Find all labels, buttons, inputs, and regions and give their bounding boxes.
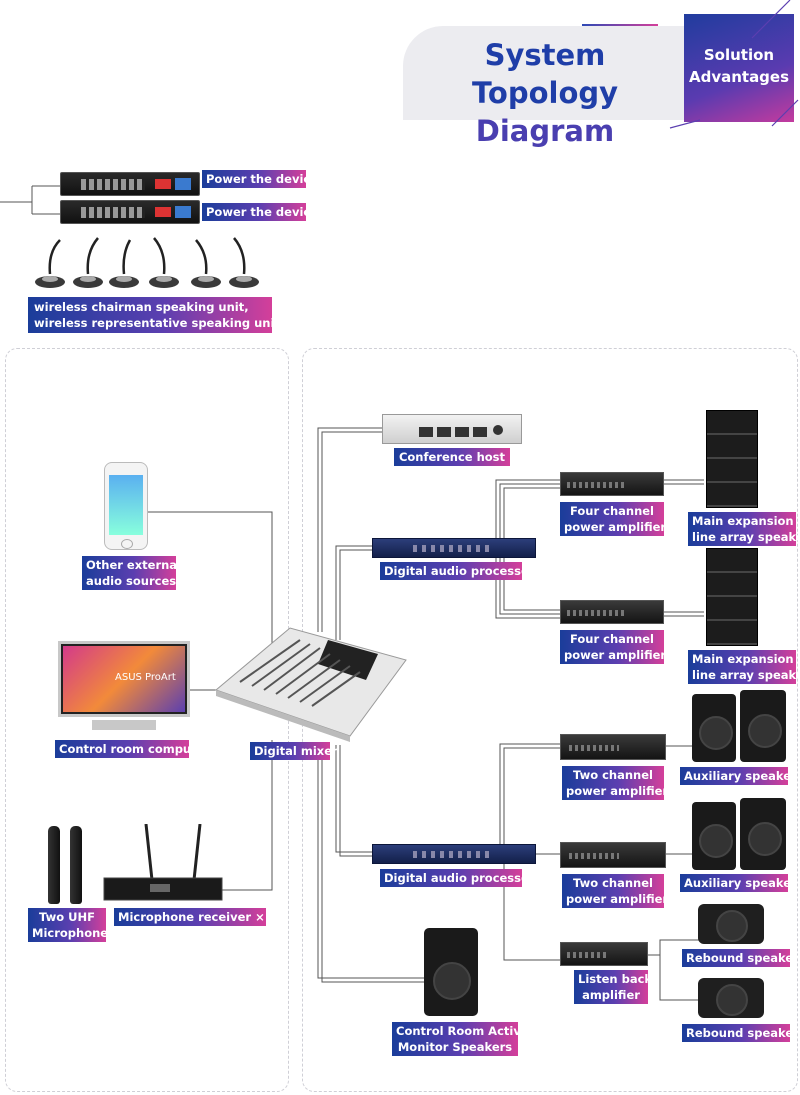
four-ch-2-line2: power amplifier bbox=[564, 648, 667, 662]
two-ch-amp-1-label: Two channel power amplifier bbox=[562, 766, 669, 800]
aux-speaker-1a bbox=[692, 694, 736, 762]
listen-back-line1: Listen back bbox=[578, 972, 653, 986]
listen-back-amp-label: Listen back amplifier bbox=[574, 970, 653, 1004]
monitor-stand bbox=[92, 720, 156, 730]
power-device-2 bbox=[60, 200, 200, 224]
other-sources-line1: Other external bbox=[86, 558, 182, 572]
uhf-line1: Two UHF bbox=[39, 910, 95, 924]
four-ch-amp-1-device bbox=[560, 472, 664, 496]
monitor-line1: Control Room Active bbox=[396, 1024, 529, 1038]
other-sources-label: Other external audio sources bbox=[82, 556, 182, 590]
monitor-speaker-device bbox=[424, 928, 478, 1016]
rebound-speaker-2-label: Rebound speaker bbox=[682, 1024, 799, 1042]
other-sources-line2: audio sources bbox=[86, 574, 177, 588]
two-ch-2-line2: power amplifier bbox=[566, 892, 669, 906]
wireless-line1: wireless chairman speaking unit, bbox=[34, 300, 249, 314]
conference-mics bbox=[35, 237, 259, 288]
solution-line1: Solution bbox=[703, 46, 775, 64]
page-title: System Topology Diagram bbox=[410, 36, 680, 150]
two-ch-amp-2-device bbox=[560, 842, 666, 868]
uhf-mic-label: Two UHF Microphone bbox=[28, 908, 109, 942]
main-exp-1-line1: Main expansion bbox=[692, 514, 794, 528]
conference-host-device bbox=[382, 414, 522, 444]
monitor-line2: Monitor Speakers bbox=[397, 1040, 513, 1054]
header-deco-lines bbox=[669, 0, 799, 129]
four-ch-1-line2: power amplifier bbox=[564, 520, 667, 534]
solution-advantages-tab[interactable]: Solution Advantages bbox=[684, 14, 794, 122]
rebound-speaker-1-label: Rebound speaker bbox=[682, 949, 799, 967]
uhf-line2: Microphone bbox=[32, 926, 109, 940]
monitor-speaker-label: Control Room Active Monitor Speakers bbox=[392, 1022, 529, 1056]
monitor-brand: ASUS ProArt bbox=[115, 672, 176, 683]
listen-back-line2: amplifier bbox=[582, 988, 640, 1002]
main-exp-2-line1: Main expansion bbox=[692, 652, 794, 666]
four-ch-amp-2-label: Four channel power amplifier bbox=[560, 630, 667, 664]
aux-speaker-2-label: Auxiliary speaker bbox=[680, 874, 797, 892]
power-label-2: Power the device bbox=[202, 203, 318, 221]
dap-2-device bbox=[372, 844, 536, 864]
two-ch-amp-1-device bbox=[560, 734, 666, 760]
digital-mixer-label: Digital mixer bbox=[250, 742, 338, 760]
mic-receiver-device bbox=[103, 824, 223, 901]
smartphone-device bbox=[104, 462, 148, 550]
two-ch-1-line2: power amplifier bbox=[566, 784, 669, 798]
title-box bbox=[403, 26, 693, 120]
mic-receiver-label: Microphone receiver × 2 bbox=[114, 908, 277, 926]
wireless-units-label: wireless chairman speaking unit, wireles… bbox=[28, 297, 287, 333]
control-room-computer-label: Control room computer bbox=[55, 740, 210, 758]
main-exp-2-line2: line array speaker bbox=[692, 668, 800, 682]
four-ch-amp-2-device bbox=[560, 600, 664, 624]
power-device-1 bbox=[60, 172, 200, 196]
digital-mixer-device bbox=[215, 627, 407, 742]
two-ch-1-line1: Two channel bbox=[573, 768, 653, 782]
aux-speaker-1-label: Auxiliary speaker bbox=[680, 767, 797, 785]
solution-line2: Advantages bbox=[688, 68, 790, 86]
title-line1: System Topology bbox=[471, 38, 619, 110]
rebound-speaker-1-device bbox=[698, 904, 764, 944]
title-line2: Diagram bbox=[475, 114, 615, 148]
two-ch-amp-2-label: Two channel power amplifier bbox=[562, 874, 669, 908]
monitor-device: ASUS ProArt bbox=[58, 641, 190, 717]
line-array-2-device bbox=[706, 548, 758, 646]
power-label-1: Power the device bbox=[202, 170, 318, 188]
aux-speaker-2a bbox=[692, 802, 736, 870]
rebound-speaker-2-device bbox=[698, 978, 764, 1018]
line-array-1-device bbox=[706, 410, 758, 508]
line-array-1-label: Main expansion line array speaker bbox=[688, 512, 800, 546]
four-ch-2-line1: Four channel bbox=[569, 632, 655, 646]
line-array-2-label: Main expansion line array speaker bbox=[688, 650, 800, 684]
dap-2-label: Digital audio processor bbox=[380, 869, 535, 887]
conference-host-label: Conference host bbox=[394, 448, 510, 466]
listen-back-amp-device bbox=[560, 942, 648, 966]
two-ch-2-line1: Two channel bbox=[573, 876, 653, 890]
uhf-mic-2 bbox=[70, 826, 82, 904]
four-ch-amp-1-label: Four channel power amplifier bbox=[560, 502, 667, 536]
uhf-mic-1 bbox=[48, 826, 60, 904]
wireless-line2: wireless representative speaking units bbox=[34, 316, 287, 330]
dap-1-device bbox=[372, 538, 536, 558]
aux-speaker-1b bbox=[740, 690, 786, 762]
main-exp-1-line2: line array speaker bbox=[692, 530, 800, 544]
aux-speaker-2b bbox=[740, 798, 786, 870]
four-ch-1-line1: Four channel bbox=[569, 504, 655, 518]
dap-1-label: Digital audio processor bbox=[380, 562, 535, 580]
